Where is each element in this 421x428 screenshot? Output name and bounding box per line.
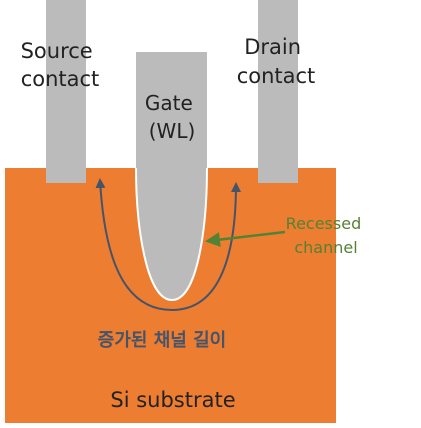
gate-label-line2: (WL): [149, 119, 196, 143]
source-contact-pillar: [46, 0, 86, 183]
recessed-channel-pointer: [205, 230, 286, 248]
drain-contact-label: Drain contact: [237, 35, 316, 88]
gate-recess-outline: [135, 167, 208, 302]
drain-label-line2: contact: [237, 64, 316, 88]
drain-label-line1: Drain: [244, 35, 301, 59]
drain-contact-pillar: [258, 0, 298, 183]
recessed-label-line2: channel: [294, 238, 357, 257]
channel-length-label: 증가된 채널 길이: [98, 329, 226, 351]
gate-label: Gate (WL): [145, 91, 199, 143]
gate-electrode: [136, 52, 207, 300]
source-label-line1: Source: [21, 39, 93, 63]
channel-path-arrow: [95, 178, 241, 312]
source-label-line2: contact: [21, 67, 100, 91]
substrate-label: Si substrate: [110, 388, 235, 412]
gate-label-line1: Gate: [145, 91, 193, 115]
recessed-label-line1: Recessed: [286, 214, 362, 233]
recessed-channel-label: Recessed channel: [286, 214, 367, 257]
source-contact-label: Source contact: [21, 39, 100, 91]
